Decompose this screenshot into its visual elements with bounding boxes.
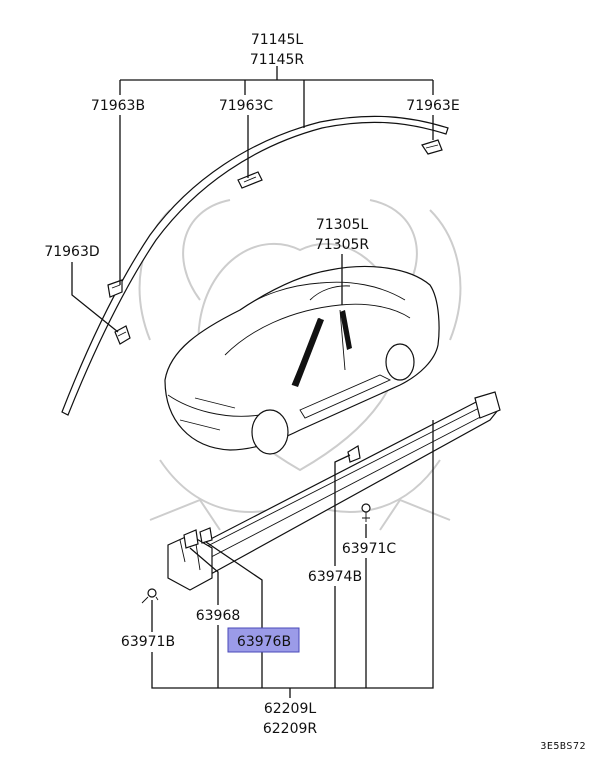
clip-71963D	[114, 325, 131, 345]
label-63971B[interactable]: 63971B	[121, 634, 175, 650]
clip-71963C	[237, 171, 263, 189]
fastener-63968	[183, 529, 199, 549]
label-71305R[interactable]: 71305R	[315, 237, 370, 253]
fastener-63971C	[361, 503, 371, 522]
highlight-63976B	[227, 627, 300, 653]
label-63971C[interactable]: 63971C	[342, 541, 397, 557]
diagram-code: 3E5BS72	[540, 741, 586, 752]
car-illustration	[164, 265, 440, 455]
clip-71963E	[421, 139, 443, 155]
label-63968[interactable]: 63968	[196, 608, 241, 624]
label-71963E[interactable]: 71963E	[406, 98, 459, 114]
label-62209L[interactable]: 62209L	[264, 701, 317, 717]
label-71305L[interactable]: 71305L	[316, 217, 369, 233]
fastener-63971B	[141, 588, 159, 604]
label-71963D[interactable]: 71963D	[44, 244, 99, 260]
clip-71963B	[107, 279, 123, 298]
label-71963C[interactable]: 71963C	[219, 98, 274, 114]
label-63974B[interactable]: 63974B	[308, 569, 362, 585]
label-71145L[interactable]: 71145L	[251, 32, 304, 48]
roof-molding	[61, 115, 449, 416]
leader-lines	[71, 66, 434, 698]
label-63976B[interactable]: 63976B	[237, 634, 291, 650]
fastener-63976B	[199, 527, 213, 544]
label-62209R[interactable]: 62209R	[263, 721, 318, 737]
side-sill-garnish	[167, 391, 501, 591]
label-71145R[interactable]: 71145R	[250, 52, 305, 68]
fastener-63974B	[347, 445, 361, 463]
label-71963B[interactable]: 71963B	[91, 98, 145, 114]
